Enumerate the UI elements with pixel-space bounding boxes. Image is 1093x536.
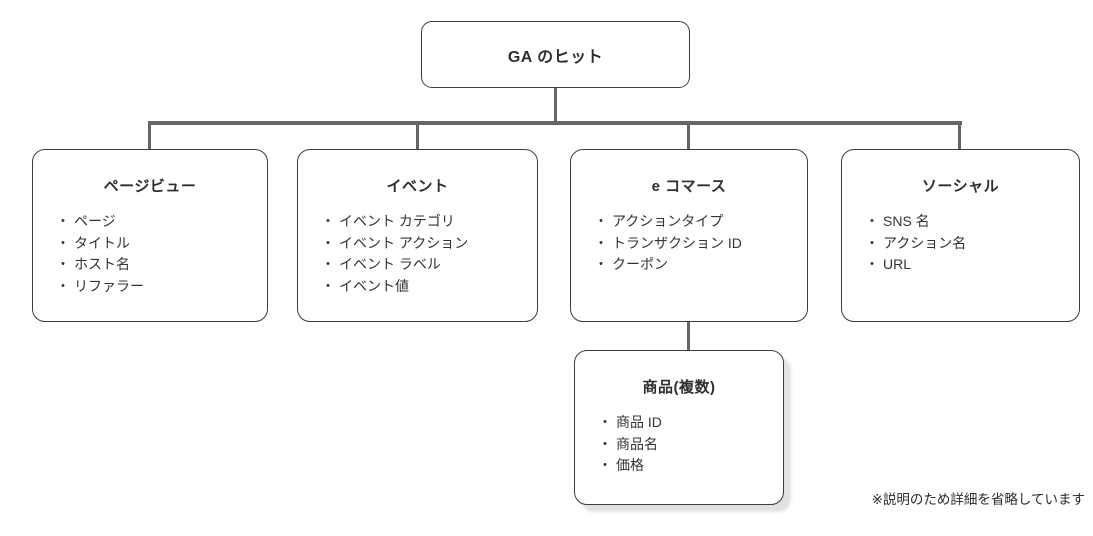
connector-ecommerce-to-products <box>687 322 690 351</box>
bullet: ・ <box>594 256 608 272</box>
list-item: ・クーポン <box>594 254 799 276</box>
bullet: ・ <box>594 213 608 229</box>
bullet: ・ <box>321 256 335 272</box>
attribute-label: 商品名 <box>616 435 658 452</box>
attribute-label: イベント アクション <box>339 234 469 251</box>
node-title: GA のヒット <box>507 48 604 66</box>
bullet: ・ <box>321 234 335 251</box>
list-item: ・商品 ID <box>598 412 775 434</box>
attribute-label: ホスト名 <box>74 256 130 272</box>
attribute-label: トランザクション ID <box>612 234 742 251</box>
list-item: ・ページ <box>56 211 259 233</box>
list-item: ・ホスト名 <box>56 254 259 276</box>
attribute-label: SNS 名 <box>883 213 930 229</box>
bullet: ・ <box>56 277 70 294</box>
node-ecommerce: e コマース ・アクションタイプ ・トランザクション ID ・クーポン <box>570 149 808 322</box>
attribute-list: ・アクションタイプ ・トランザクション ID ・クーポン <box>571 211 807 276</box>
bullet: ・ <box>321 277 335 294</box>
attribute-list: ・ページ ・タイトル ・ホスト名 ・リファラー <box>33 211 267 297</box>
connector-drop-pageview <box>148 121 151 150</box>
bullet: ・ <box>598 457 612 473</box>
connector-drop-event <box>416 121 419 150</box>
connector-drop-social <box>958 121 961 150</box>
list-item: ・イベント ラベル <box>321 254 529 276</box>
list-item: ・イベント値 <box>321 276 529 298</box>
node-products: 商品(複数) ・商品 ID ・商品名 ・価格 <box>574 350 784 505</box>
node-title: ページビュー <box>103 178 197 195</box>
bullet: ・ <box>56 234 70 251</box>
list-item: ・トランザクション ID <box>594 233 799 255</box>
attribute-label: イベント ラベル <box>339 256 441 272</box>
attribute-label: イベント カテゴリ <box>339 213 455 229</box>
attribute-label: アクションタイプ <box>612 213 724 229</box>
attribute-label: クーポン <box>612 256 668 272</box>
attribute-label: アクション名 <box>883 234 967 251</box>
bullet: ・ <box>598 414 612 430</box>
list-item: ・アクション名 <box>865 233 1071 255</box>
connector-drop-ecommerce <box>687 121 690 150</box>
attribute-label: URL <box>883 256 912 272</box>
bullet: ・ <box>594 234 608 251</box>
node-pageview: ページビュー ・ページ ・タイトル ・ホスト名 ・リファラー <box>32 149 268 322</box>
list-item: ・タイトル <box>56 233 259 255</box>
attribute-label: ページ <box>74 213 116 229</box>
list-item: ・価格 <box>598 455 775 477</box>
node-title: e コマース <box>651 178 727 195</box>
node-title: ソーシャル <box>921 178 1000 195</box>
list-item: ・商品名 <box>598 434 775 456</box>
bullet: ・ <box>56 256 70 272</box>
attribute-label: イベント値 <box>339 277 409 294</box>
attribute-list: ・イベント カテゴリ ・イベント アクション ・イベント ラベル ・イベント値 <box>298 211 537 297</box>
attribute-list: ・商品 ID ・商品名 ・価格 <box>575 412 783 477</box>
node-ga-hit: GA のヒット <box>421 21 690 88</box>
node-social: ソーシャル ・SNS 名 ・アクション名 ・URL <box>841 149 1080 322</box>
bullet: ・ <box>865 213 879 229</box>
connector-horizontal-rail <box>148 121 962 125</box>
bullet: ・ <box>56 213 70 229</box>
node-title: 商品(複数) <box>642 379 716 396</box>
list-item: ・リファラー <box>56 276 259 298</box>
attribute-label: 商品 ID <box>616 414 662 430</box>
footnote: ※説明のため詳細を省略しています <box>871 492 1085 507</box>
attribute-label: タイトル <box>74 234 130 251</box>
list-item: ・イベント アクション <box>321 233 529 255</box>
attribute-label: リファラー <box>74 277 144 294</box>
bullet: ・ <box>865 256 879 272</box>
node-event: イベント ・イベント カテゴリ ・イベント アクション ・イベント ラベル ・イ… <box>297 149 538 322</box>
connector-root-drop <box>554 88 557 122</box>
list-item: ・アクションタイプ <box>594 211 799 233</box>
bullet: ・ <box>598 435 612 452</box>
attribute-label: 価格 <box>616 457 644 473</box>
bullet: ・ <box>865 234 879 251</box>
attribute-list: ・SNS 名 ・アクション名 ・URL <box>842 211 1079 276</box>
bullet: ・ <box>321 213 335 229</box>
list-item: ・URL <box>865 254 1071 276</box>
node-title: イベント <box>386 178 449 195</box>
list-item: ・SNS 名 <box>865 211 1071 233</box>
list-item: ・イベント カテゴリ <box>321 211 529 233</box>
